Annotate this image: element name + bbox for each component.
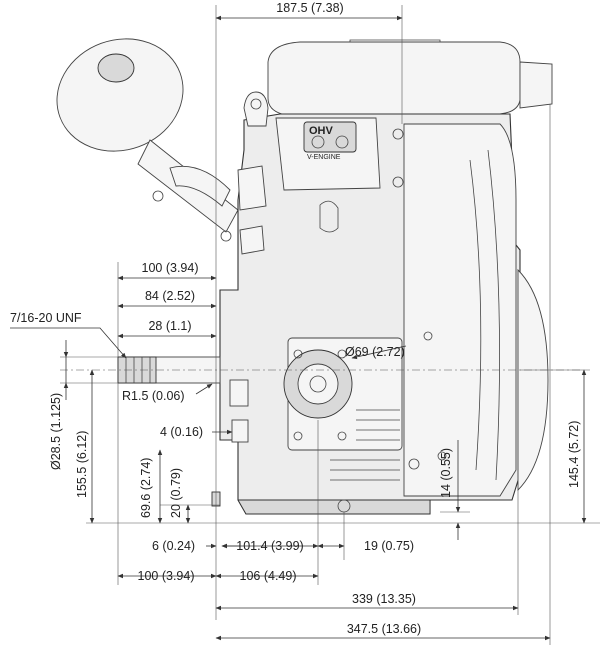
dimension-lines xyxy=(10,15,587,641)
dim-shaft-diameter: Ø28.5 (1.125) xyxy=(49,393,63,470)
ohv-label: OHV xyxy=(309,125,334,137)
dim-shaft-100: 100 (3.94) xyxy=(142,261,199,275)
dim-radius: R1.5 (0.06) xyxy=(122,389,185,403)
dim-keyway-depth: 4 (0.16) xyxy=(160,425,203,439)
dim-height-155: 155.5 (6.12) xyxy=(75,431,89,498)
v-engine-label: V-ENGINE xyxy=(307,154,341,161)
dim-bottom-106: 106 (4.49) xyxy=(240,569,297,583)
dim-top-overall: 187.5 (7.38) xyxy=(276,1,343,15)
dim-height-14: 14 (0.55) xyxy=(439,448,453,498)
extension-lines xyxy=(60,5,600,645)
dim-bottom-19: 19 (0.75) xyxy=(364,539,414,553)
dim-height-145: 145.4 (5.72) xyxy=(567,421,581,488)
dim-overall-347: 347.5 (13.66) xyxy=(347,622,421,636)
crankshaft xyxy=(60,356,580,384)
dim-height-69: 69.6 (2.74) xyxy=(139,458,153,518)
dim-shaft-84: 84 (2.52) xyxy=(145,289,195,303)
dim-overall-339: 339 (13.35) xyxy=(352,592,416,606)
dimension-labels: 187.5 (7.38) 100 (3.94) 84 (2.52) 7/16-2… xyxy=(10,1,581,636)
dim-bottom-100: 100 (3.94) xyxy=(138,569,195,583)
engine-outline: OHV V-ENGINE xyxy=(56,38,553,515)
dim-bottom-6: 6 (0.24) xyxy=(152,539,195,553)
dim-thread: 7/16-20 UNF xyxy=(10,311,82,325)
dim-shaft-28: 28 (1.1) xyxy=(148,319,191,333)
dim-bore-diameter: Ø69 (2.72) xyxy=(345,345,405,359)
dim-bottom-101: 101.4 (3.99) xyxy=(236,539,303,553)
dim-height-20: 20 (0.79) xyxy=(169,468,183,518)
